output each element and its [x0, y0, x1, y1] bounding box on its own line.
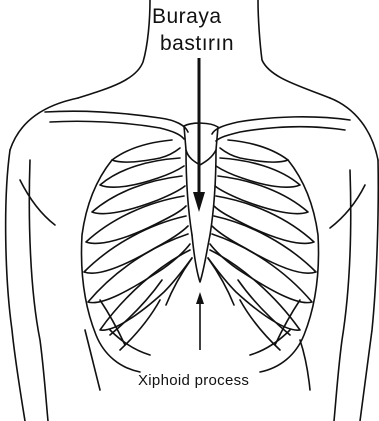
- press-here-label-line2: bastırın: [160, 33, 234, 54]
- costal-margin-right: [208, 258, 234, 305]
- right-rib-5: [212, 216, 316, 273]
- left-rib-lower-10: [110, 330, 150, 355]
- right-torso-shading: [300, 340, 310, 390]
- manubrium: [184, 123, 218, 165]
- left-rib-5: [84, 216, 188, 273]
- right-rib-2: [216, 158, 300, 187]
- left-rib-2: [100, 158, 184, 187]
- right-rib-lower-10: [250, 330, 290, 355]
- right-torso-outline: [360, 160, 378, 421]
- right-rib-lower-9: [275, 300, 300, 345]
- xiphoid-pointer-arrow: [196, 292, 204, 350]
- neck-left-outline: [78, 0, 150, 98]
- left-rib-7: [100, 250, 192, 330]
- press-here-arrow: [193, 58, 205, 212]
- neck-right-outline: [258, 0, 330, 98]
- costal-margin-left: [166, 258, 192, 305]
- right-rib-6: [210, 234, 312, 303]
- right-arm-inner-line: [334, 170, 351, 421]
- left-armpit-line: [20, 180, 55, 225]
- left-clavicle-lower: [50, 121, 184, 139]
- left-rib-3: [92, 176, 185, 214]
- right-clavicle-lower: [216, 127, 345, 141]
- right-rib-3: [215, 176, 308, 214]
- left-rib-6: [88, 234, 190, 303]
- left-shoulder-outline: [10, 98, 78, 150]
- xiphoid-tip: [192, 235, 210, 282]
- right-armpit-line: [330, 185, 365, 228]
- right-rib-7: [208, 250, 300, 330]
- right-clavicle: [212, 117, 350, 134]
- press-here-label-line1: Buraya: [152, 6, 222, 27]
- left-rib-lower-9: [100, 300, 125, 345]
- left-torso-outline: [6, 150, 25, 421]
- xiphoid-process-label: Xiphoid process: [138, 373, 249, 388]
